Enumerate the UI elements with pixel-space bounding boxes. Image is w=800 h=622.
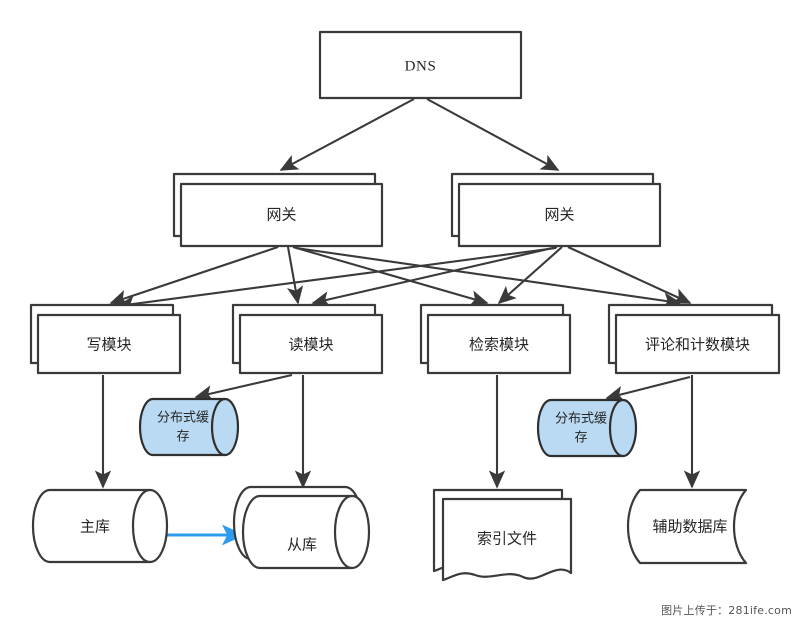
- edge-gateway-right-to-comment-count-module: [567, 246, 692, 304]
- aux-db-body: [626, 488, 748, 565]
- search-module-box-front: [426, 313, 572, 375]
- edge-gateway-left-to-write-module: [109, 246, 279, 306]
- node-read-module[interactable]: 读模块: [231, 303, 384, 375]
- comment-count-module-label: 评论和计数模块: [645, 336, 750, 354]
- cache-left-end-ellipse: [210, 397, 226, 457]
- master-db-end-ellipse: [131, 488, 151, 564]
- write-module-box-front: [36, 313, 182, 375]
- master-db-label: 主库: [80, 518, 110, 536]
- cache-right-label-line1: 分布式缓: [555, 412, 607, 427]
- write-module-label: 写模块: [86, 336, 131, 354]
- edge-layer: [94, 98, 701, 546]
- node-write-module[interactable]: 写模块: [29, 303, 182, 375]
- search-module-label: 检索模块: [469, 336, 529, 354]
- gateway-left-label: 网关: [266, 206, 296, 224]
- node-comment-count-module[interactable]: 评论和计数模块: [607, 303, 781, 375]
- read-module-box-front: [238, 313, 384, 375]
- node-cache-right[interactable]: 分布式缓 存: [536, 398, 638, 458]
- node-gateway-right[interactable]: 网关: [450, 172, 662, 248]
- node-aux-db[interactable]: 辅助数据库: [626, 488, 748, 565]
- dns-box: [318, 30, 523, 100]
- cache-left-label-line2: 存: [176, 430, 189, 445]
- edge-read-module-to-cache-left: [194, 373, 293, 402]
- slave-db-label: 从库: [287, 536, 317, 554]
- edge-gateway-right-to-read-module: [311, 245, 558, 308]
- edge-dns-to-gateway-right: [426, 98, 560, 171]
- edge-gateway-left-to-read-module: [286, 246, 304, 305]
- node-gateway-left[interactable]: 网关: [172, 172, 384, 248]
- cache-right-end-ellipse: [608, 398, 624, 458]
- edge-gateway-left-to-search-module: [292, 245, 489, 307]
- index-file-label: 索引文件: [477, 530, 537, 548]
- edge-dns-to-gateway-left: [279, 98, 415, 171]
- dns-label: DNS: [405, 58, 437, 74]
- index-file-doc-front: [441, 497, 573, 582]
- comment-count-module-box-front: [614, 313, 781, 375]
- edge-gateway-right-to-write-module: [116, 246, 557, 312]
- slave-db-end-ellipse: [333, 494, 353, 570]
- edge-gateway-right-to-search-module: [497, 246, 563, 305]
- read-module-label: 读模块: [288, 336, 333, 354]
- cache-left-label-line1: 分布式缓: [157, 411, 209, 426]
- gateway-left-box-front: [179, 182, 384, 248]
- aux-db-label: 辅助数据库: [652, 518, 727, 536]
- node-slave-db[interactable]: 从库: [232, 485, 371, 570]
- node-cache-left[interactable]: 分布式缓 存: [138, 397, 240, 457]
- gateway-right-box-front: [457, 182, 662, 248]
- cache-left-body: [138, 397, 240, 457]
- node-dns[interactable]: DNS: [318, 30, 523, 100]
- slave-db-body-front: [241, 494, 371, 570]
- node-search-module[interactable]: 检索模块: [419, 303, 572, 375]
- gateway-right-label: 网关: [544, 206, 574, 224]
- edge-gateway-left-to-comment-count-module: [295, 246, 682, 309]
- edge-comment-count-module-to-cache-right: [605, 375, 691, 402]
- watermark-text: 图片上传于：281ife.com: [661, 604, 792, 617]
- cache-right-body: [536, 398, 638, 458]
- cache-right-label-line2: 存: [574, 431, 587, 446]
- node-index-file[interactable]: 索引文件: [432, 488, 573, 582]
- node-master-db[interactable]: 主库: [31, 488, 169, 564]
